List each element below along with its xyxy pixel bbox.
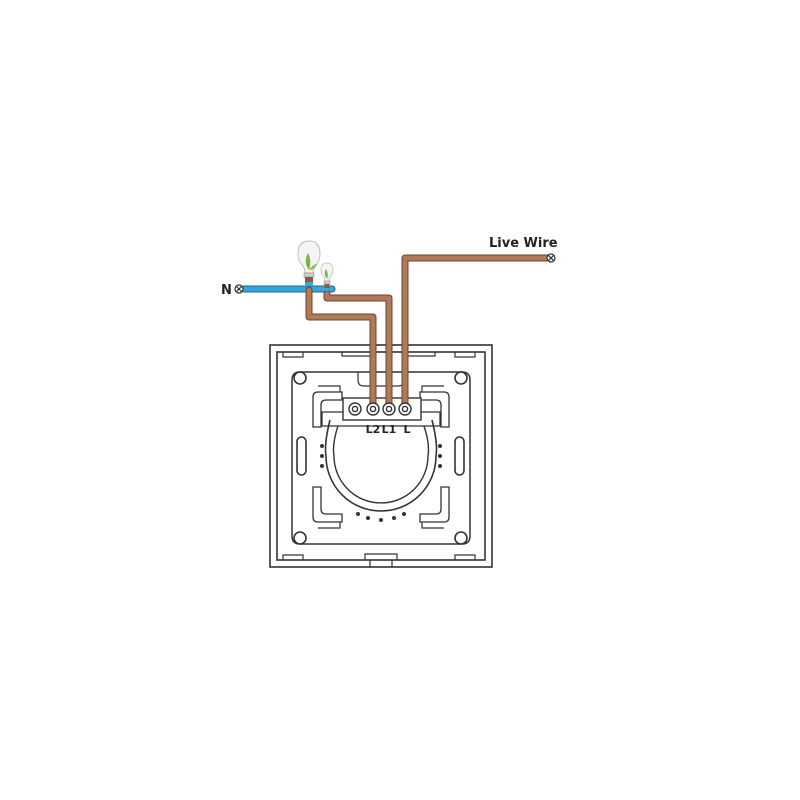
terminal-label-l1: L1: [382, 423, 397, 436]
wire-end-icon: [546, 253, 556, 263]
terminal-label-l: L: [403, 423, 410, 436]
switch-body: [269, 344, 493, 568]
switch-inner-frame: [276, 351, 486, 561]
lamp-2-wire: [323, 290, 393, 412]
eco-bulb-icon: [297, 240, 321, 286]
side-slot-left: [296, 436, 307, 476]
wires: [240, 254, 551, 412]
screw-hole-top-left: [293, 371, 307, 385]
ring-dots: [320, 444, 442, 522]
wire-end-icon: [234, 284, 244, 294]
switch-module-ring: [324, 419, 438, 512]
live-wire-label: Live Wire: [489, 236, 558, 251]
lamp-1-wire: [305, 286, 377, 412]
screw-hole-bottom-right: [454, 531, 468, 545]
neutral-label: N: [221, 283, 232, 298]
terminal-label-l2: L2: [366, 423, 381, 436]
eco-bulb-icon: [320, 262, 334, 291]
screw-hole-bottom-left: [293, 531, 307, 545]
side-slot-right: [454, 436, 465, 476]
screw-hole-top-right: [454, 371, 468, 385]
live-wire: [401, 254, 551, 412]
